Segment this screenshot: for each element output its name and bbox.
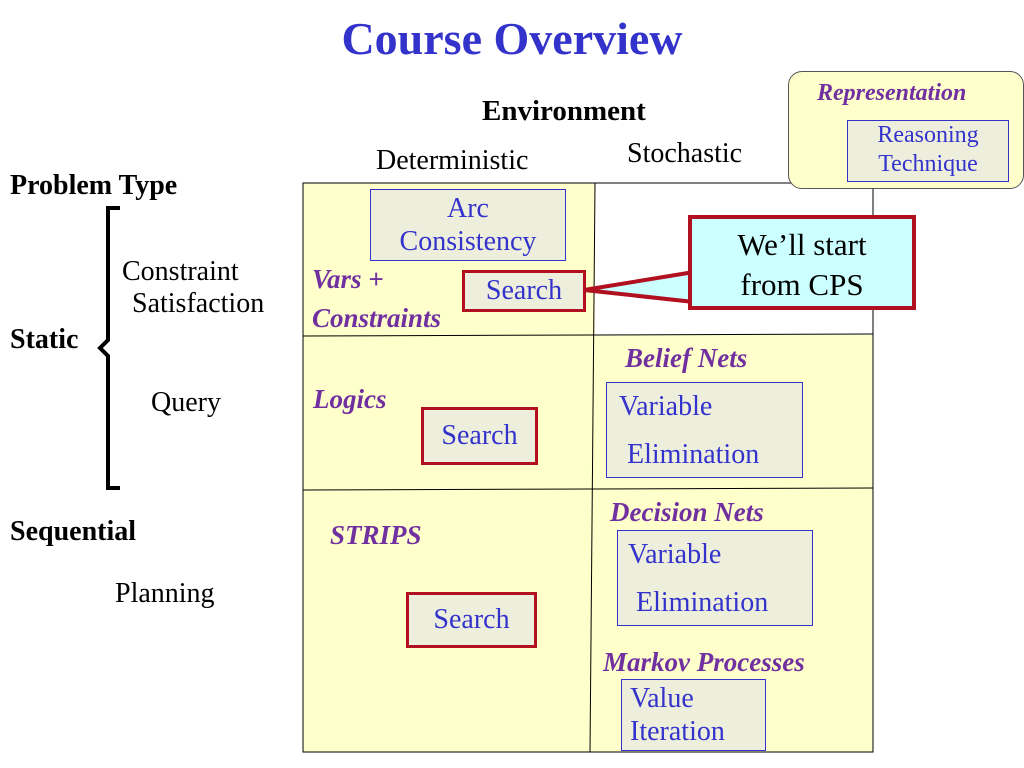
logics-search-box: Search [421,407,538,465]
legend-representation: Representation [817,80,967,106]
grid-border [302,182,874,753]
callout-line1: We’ll start [737,227,867,262]
belief-nets-label: Belief Nets [625,343,748,373]
callout-box: We’ll start from CPS [688,215,916,310]
static-bracket [97,206,120,490]
belief-ve-line2: Elimination [627,439,760,470]
legend-technique-box: Reasoning Technique [847,120,1009,182]
csp-search-label: Search [485,275,563,306]
static-label: Static [10,324,79,355]
callout-line2: from CPS [740,267,864,302]
decision-ve-box: Variable Elimination [617,530,813,626]
grid-column-divider [589,182,596,753]
markov-processes-label: Markov Processes [603,647,805,677]
logics-search-label: Search [441,420,518,451]
problem-type-label: Problem Type [10,170,178,201]
deterministic-label: Deterministic [376,145,529,176]
value-iteration-line2: Iteration [630,716,725,747]
arc-consistency-box: Arc Consistency [370,189,566,261]
grid-row-divider-1 [302,333,874,337]
stochastic-label: Stochastic [627,138,743,169]
satisfaction-label: Satisfaction [132,288,265,319]
legend-technique-line1: Reasoning [877,122,979,148]
query-label: Query [151,387,221,418]
constraints-label: Constraints [312,303,442,333]
vars-label: Vars + [312,264,384,294]
decision-nets-label: Decision Nets [610,497,764,527]
arc-consistency-line2: Consistency [399,226,537,257]
legend-technique-line2: Technique [878,151,978,177]
page-title: Course Overview [341,13,683,64]
planning-label: Planning [115,578,215,609]
constraint-label: Constraint [122,256,239,287]
belief-ve-line1: Variable [619,391,713,422]
value-iteration-box: Value Iteration [621,679,766,751]
legend-box: Representation Reasoning Technique [788,71,1024,189]
environment-label: Environment [482,95,646,127]
decision-ve-line1: Variable [628,539,722,570]
arc-consistency-line1: Arc [447,193,489,224]
value-iteration-line1: Value [630,683,694,714]
strips-search-box: Search [406,592,537,648]
strips-label: STRIPS [330,520,422,550]
sequential-label: Sequential [10,516,137,547]
csp-search-box: Search [462,270,586,312]
grid-row-divider-2 [302,487,874,491]
strips-search-label: Search [433,604,510,635]
logics-label: Logics [313,384,387,414]
decision-ve-line2: Elimination [636,587,769,618]
callout-pointer [583,269,696,305]
belief-ve-box: Variable Elimination [606,382,803,478]
